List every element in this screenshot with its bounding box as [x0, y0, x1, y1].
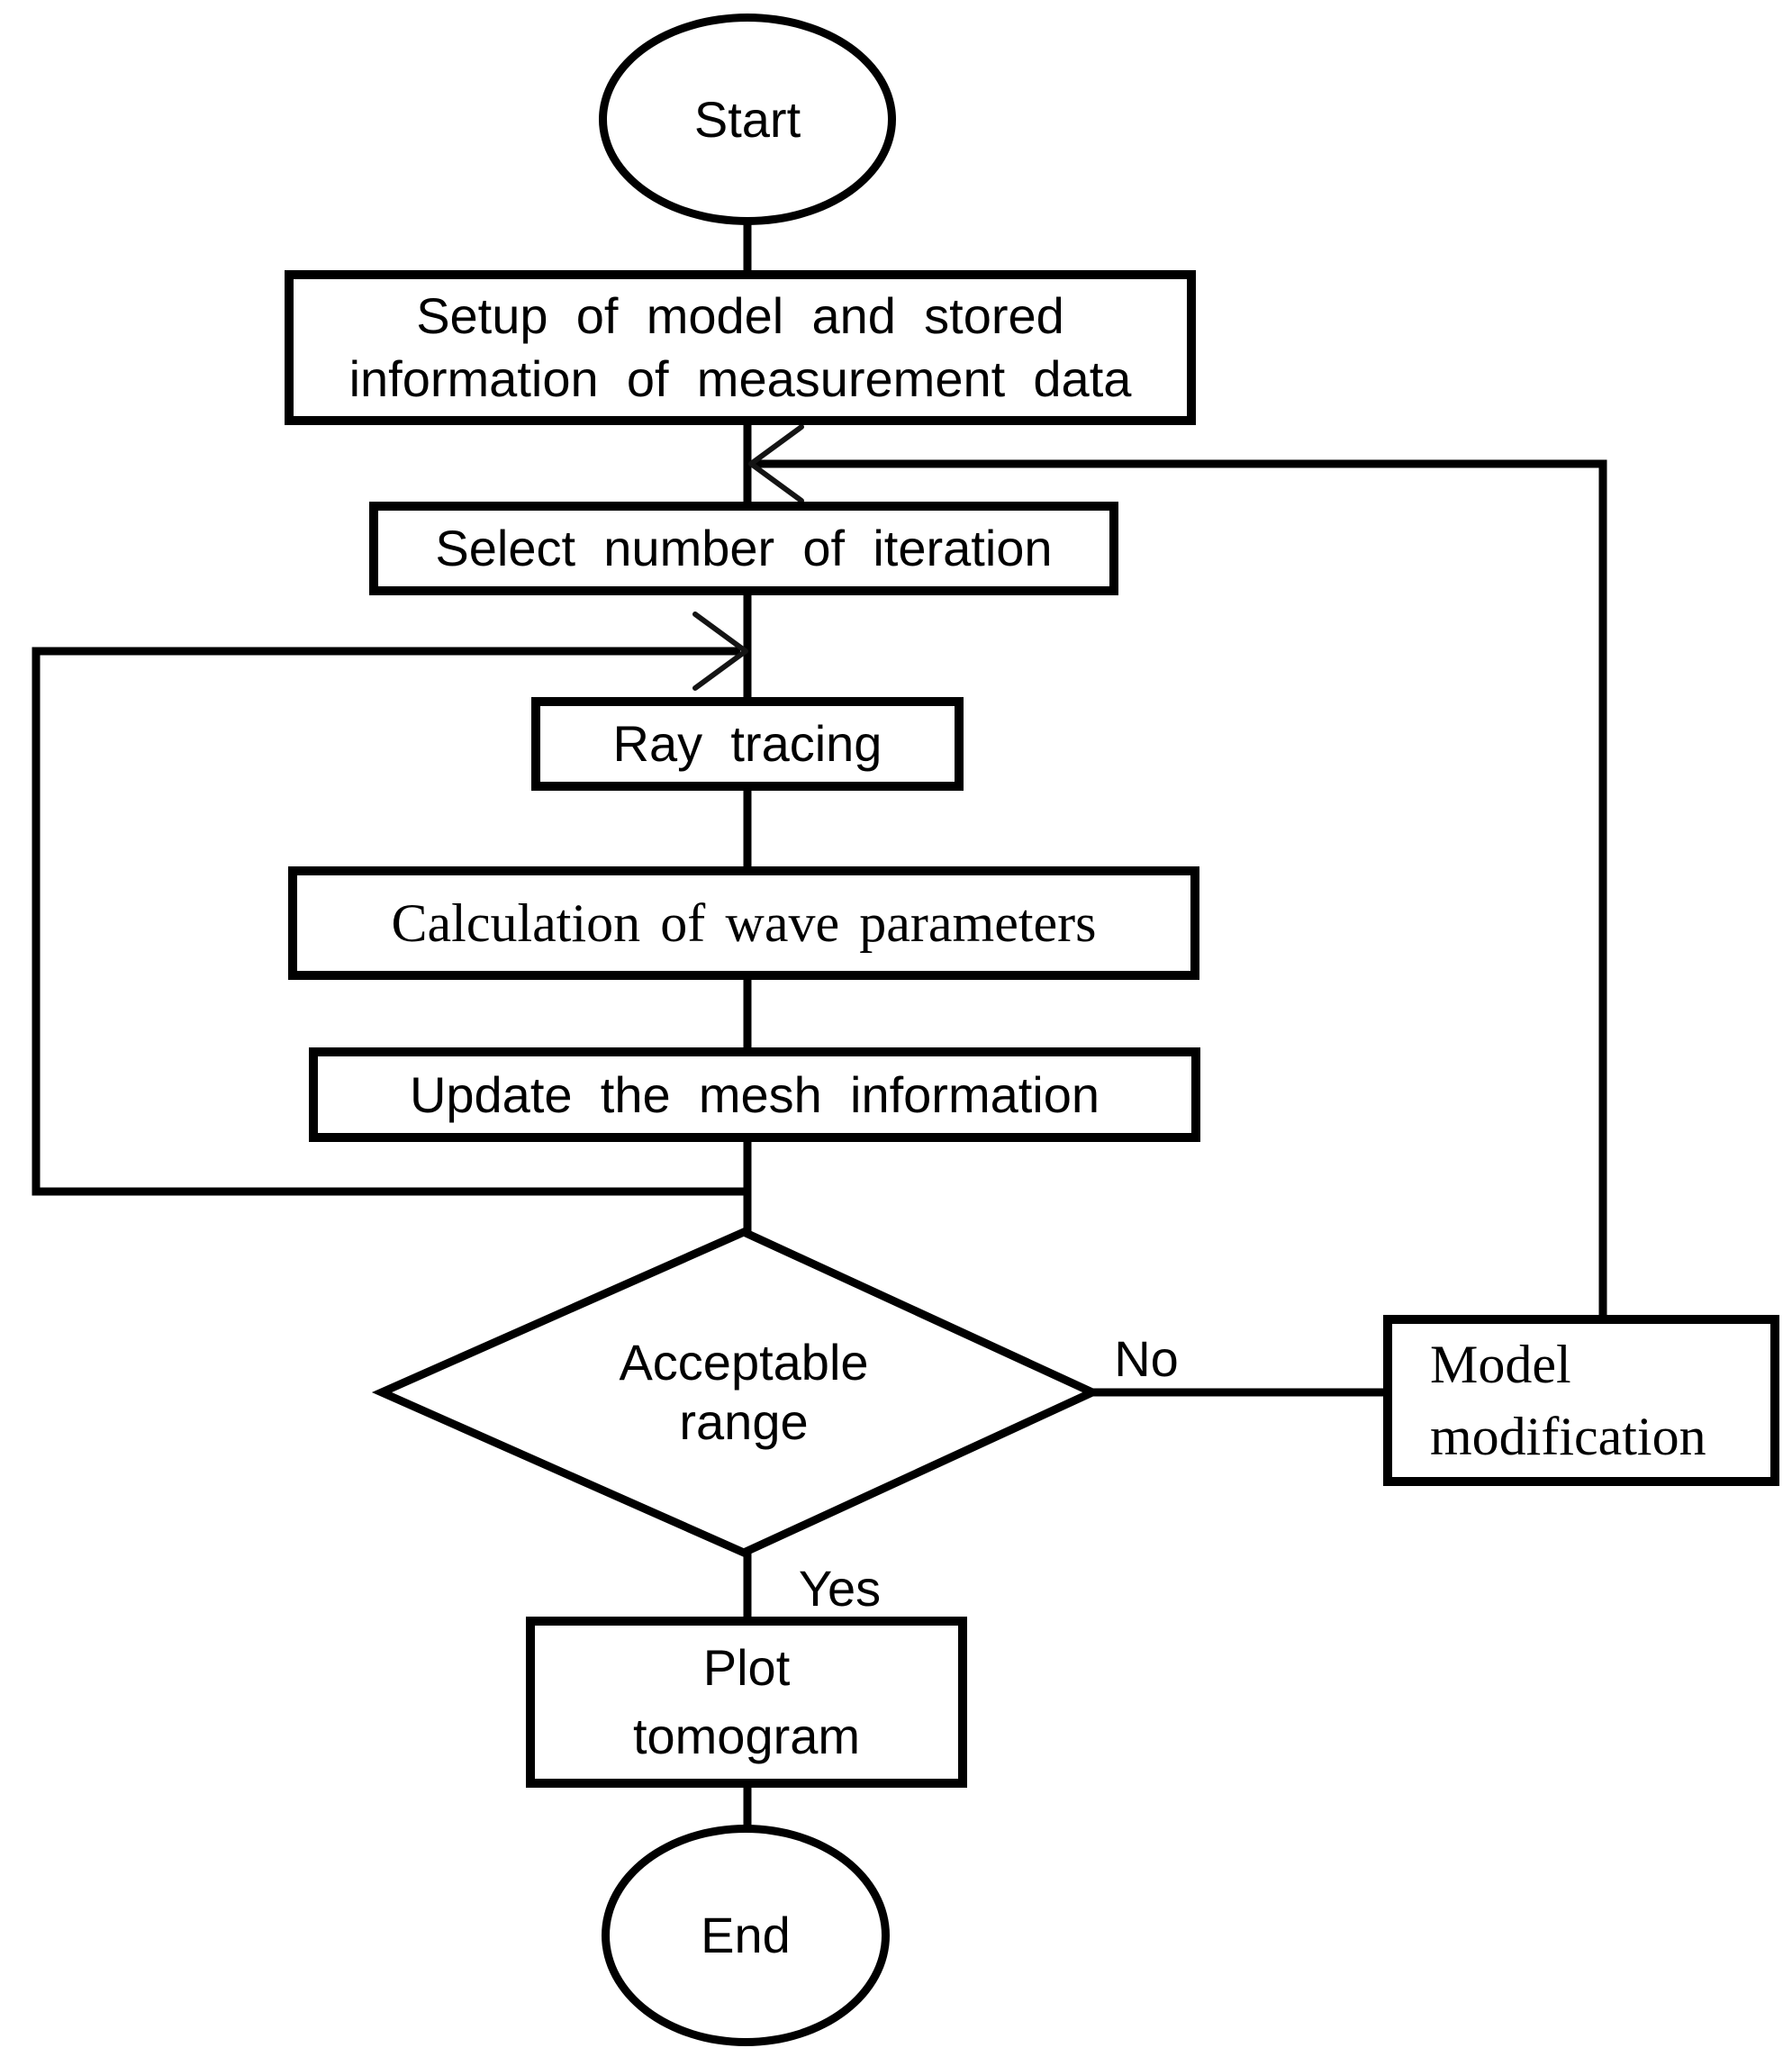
calculation-node: Calculation of wave parameters: [288, 866, 1199, 980]
end-node-label: End: [701, 1907, 791, 1963]
select-iteration-node: Select number of iteration: [369, 502, 1118, 595]
plot-tomogram-line2: tomogram: [632, 1708, 861, 1764]
connector-model-feedback: [755, 459, 1607, 1317]
ray-tracing-label: Ray tracing: [612, 715, 882, 772]
plot-tomogram-line1: Plot: [702, 1639, 791, 1696]
decision-diamond-shape: [371, 1228, 1102, 1557]
edge-label-no: No: [1114, 1329, 1179, 1387]
update-mesh-label: Update the mesh information: [409, 1065, 1100, 1123]
select-iteration-label: Select number of iteration: [435, 520, 1053, 576]
connector-iteration-loop: [32, 647, 747, 1196]
model-modification-node: Model modification: [1383, 1315, 1779, 1486]
end-node: End: [602, 1825, 890, 2046]
start-node-label: Start: [693, 90, 801, 148]
edge-label-yes: Yes: [798, 1559, 882, 1617]
decision-node: Acceptable range: [522, 1317, 965, 1468]
loop-arrowhead-icon: [692, 612, 748, 691]
model-modification-line1: Model: [1430, 1335, 1571, 1394]
setup-node-line2: information of measurement data: [348, 350, 1132, 407]
model-modification-line2: modification: [1430, 1407, 1706, 1466]
setup-node: Setup of model and stored information of…: [285, 270, 1196, 425]
plot-tomogram-node: Plot tomogram: [526, 1617, 967, 1788]
ray-tracing-node: Ray tracing: [531, 697, 964, 791]
start-node: Start: [599, 14, 896, 225]
decision-line1: Acceptable: [619, 1334, 869, 1391]
feedback-arrowhead-icon: [748, 424, 804, 503]
decision-line2: range: [679, 1393, 809, 1450]
update-mesh-node: Update the mesh information: [309, 1047, 1200, 1142]
setup-node-line1: Setup of model and stored: [416, 287, 1064, 344]
calculation-label: Calculation of wave parameters: [391, 893, 1097, 953]
